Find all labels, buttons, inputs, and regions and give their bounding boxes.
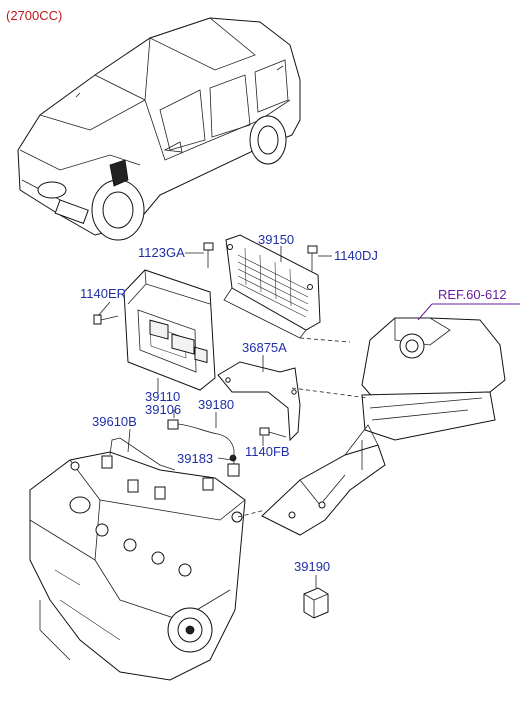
bolt-1140fb — [259, 427, 287, 438]
label-1123ga: 1123GA — [138, 245, 185, 260]
label-39610b: 39610B — [92, 414, 137, 429]
label-1140er: 1140ER — [80, 286, 126, 301]
leader-lines — [97, 246, 520, 588]
label-1140fb: 1140FB — [245, 444, 290, 459]
ecu-39110 — [123, 269, 216, 391]
label-39110: 39110 — [145, 389, 180, 404]
relay-39190 — [303, 587, 329, 619]
bolt-1140dj — [307, 245, 318, 271]
label-39183: 39183 — [177, 451, 213, 466]
sensor-39180 — [167, 419, 240, 477]
ref-label: REF.60-612 — [438, 287, 507, 302]
label-39150: 39150 — [258, 232, 294, 247]
engine-header: (2700CC) — [6, 8, 62, 23]
label-39180: 39180 — [198, 397, 234, 412]
bolt-1123ga — [203, 242, 214, 268]
label-1140dj: 1140DJ — [334, 248, 378, 263]
label-39190: 39190 — [294, 559, 330, 574]
bolt-1140er — [93, 314, 119, 325]
bracket-39150 — [223, 234, 321, 339]
label-36875a: 36875A — [242, 340, 287, 355]
label-39106: 39106 — [145, 402, 181, 417]
engine-39610b — [29, 437, 246, 681]
bracket-36875a — [217, 361, 301, 442]
vehicle-illustration — [17, 17, 301, 241]
cowl-structure — [261, 317, 506, 536]
